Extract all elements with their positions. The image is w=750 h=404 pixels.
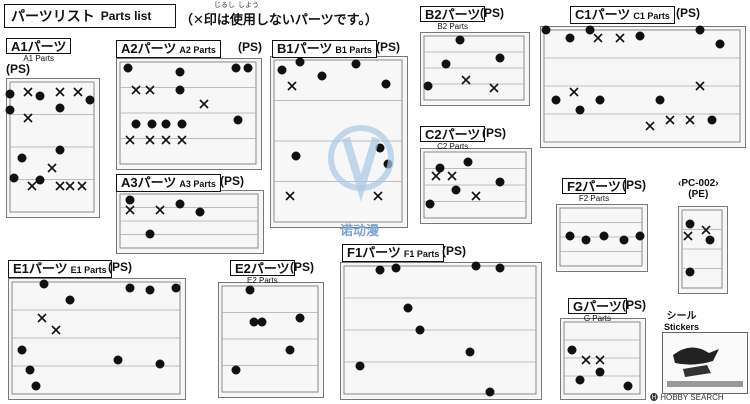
runner-pc002 — [678, 206, 728, 294]
material-c2: (PS) — [482, 126, 506, 140]
stickers-title: シール Stickers — [664, 311, 700, 333]
sticker-sheet — [662, 332, 748, 394]
title-jp: パーツリスト — [11, 8, 95, 24]
label-g: Gパーツ G Parts — [568, 298, 627, 323]
material-g: (PS) — [622, 298, 646, 312]
runner-a2 — [116, 58, 262, 170]
ruby-note-2: しよう — [238, 2, 259, 9]
label-a1: A1パーツ A1 Parts — [6, 38, 72, 63]
material-b2: (PS) — [480, 6, 504, 20]
material-f1: (PS) — [442, 244, 466, 258]
material-b1: (PS) — [376, 40, 400, 54]
runner-f1 — [340, 262, 542, 400]
runner-a1 — [6, 78, 100, 218]
label-b2: B2パーツ B2 Parts — [420, 6, 486, 31]
label-c2: C2パーツ C2 Parts — [420, 126, 486, 151]
runner-b2 — [420, 32, 530, 106]
material-f2: (PS) — [622, 178, 646, 192]
unused-parts-note: （✕印は使用しないパーツです。） — [180, 12, 378, 27]
sticker-graphic — [667, 347, 743, 387]
title-en: Parts list — [100, 9, 152, 23]
runner-c2 — [420, 148, 532, 224]
runner-e1 — [8, 278, 186, 400]
ruby-note-1: じるし — [214, 2, 235, 9]
material-a1: (PS) — [6, 62, 30, 76]
runner-c1 — [540, 26, 746, 148]
runner-e2 — [218, 282, 324, 398]
watermark-text: 诺动漫 — [340, 224, 380, 239]
material-a2: (PS) — [238, 40, 262, 54]
material-e2: (PS) — [290, 260, 314, 274]
watermark-logo — [328, 125, 394, 202]
material-c1: (PS) — [676, 6, 700, 20]
parts-list-title: パーツリスト Parts list — [4, 4, 176, 28]
label-f2: F2パーツ F2 Parts — [562, 178, 626, 203]
label-e2: E2パーツ E2 Parts — [230, 260, 295, 285]
hobby-search-credit: 🅗 HOBBY SEARCH — [650, 393, 724, 402]
material-a3: (PS) — [220, 174, 244, 188]
material-e1: (PS) — [108, 260, 132, 274]
label-pc002: ‹PC-002› (PE) — [678, 178, 719, 200]
